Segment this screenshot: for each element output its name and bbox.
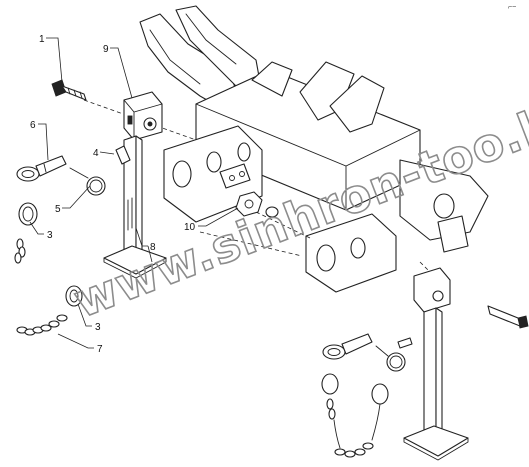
nut-part-10 [219, 163, 279, 218]
latch-block-part-9 [123, 91, 163, 141]
callout-1: 1 [39, 34, 45, 45]
roll-pin-part-4 [115, 145, 131, 165]
callout-4: 4 [93, 148, 99, 159]
pin-part-6 [16, 155, 67, 182]
callout-7: 7 [97, 344, 103, 355]
callout-8: 8 [150, 242, 156, 253]
assembled-stand-right [321, 267, 529, 461]
callout-3-lower: 3 [95, 322, 101, 333]
bolt-part-1 [51, 79, 87, 101]
leader-lines [29, 37, 239, 349]
callout-9: 9 [103, 44, 109, 55]
jack-stand-part-8 [103, 135, 167, 279]
chain-part-7 [14, 238, 68, 336]
callout-3-upper: 3 [47, 230, 53, 241]
ring-part-3-upper [18, 202, 38, 226]
callout-labels: 1 4 5 6 3 3 7 8 9 10 [30, 34, 196, 355]
callout-5: 5 [55, 204, 61, 215]
callout-10: 10 [184, 222, 196, 233]
corner-mark: ⌐~ [508, 4, 516, 11]
callout-6: 6 [30, 120, 36, 131]
loader-frame [83, 5, 489, 293]
ring-part-3-lower [65, 285, 83, 307]
lynch-pin-part-5 [69, 167, 106, 196]
